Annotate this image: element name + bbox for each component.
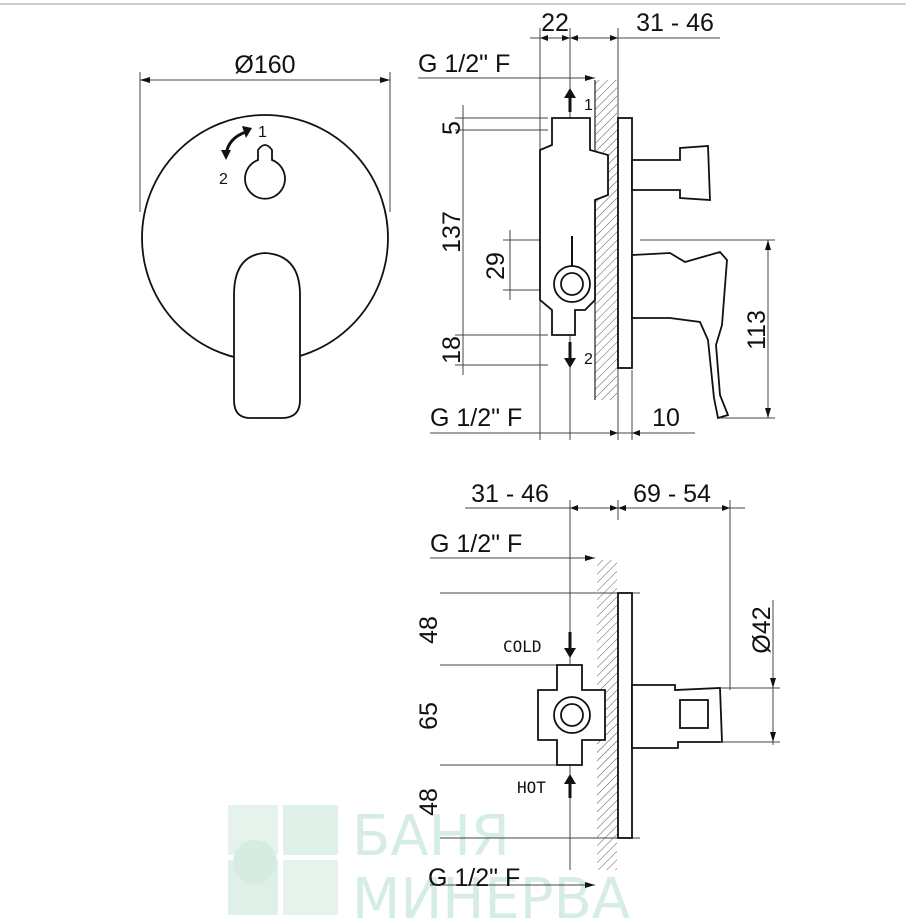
watermark-line1: БАНЯ: [352, 804, 510, 869]
side-top-right-dim: 31 - 46: [636, 9, 714, 37]
side-knob: [631, 145, 711, 201]
side-dim-137: 137: [438, 211, 466, 253]
side-outlet-1: 1: [584, 97, 593, 114]
bottom-dim-65: 65: [415, 702, 443, 730]
bottom-cartridge: [553, 696, 591, 734]
watermark: БАНЯ МИНЕРВА: [228, 804, 630, 922]
front-view: Ø160 1 2: [139, 51, 391, 419]
bottom-dim-42: Ø42: [748, 606, 776, 653]
bottom-view: 31 - 46 69 - 54 G 1/2" F 48 65 48 Ø42 CO…: [415, 480, 780, 892]
bottom-wall-hatch: [597, 560, 617, 870]
side-dim-29: 29: [482, 252, 510, 280]
bottom-top-left-dim: 31 - 46: [471, 480, 549, 508]
valve-cartridge: [553, 265, 591, 303]
cold-label: COLD: [503, 637, 542, 656]
rotation-label-1: 1: [258, 124, 267, 141]
watermark-logo-icon: [228, 805, 338, 915]
side-dim-5: 5: [438, 121, 466, 135]
bottom-top-right-dim: 69 - 54: [633, 480, 711, 508]
bottom-top-thread: G 1/2" F: [430, 530, 522, 558]
wall-hatch: [595, 80, 617, 400]
rotation-label-2: 2: [219, 171, 228, 188]
bottom-bottom-thread: G 1/2" F: [428, 864, 520, 892]
side-outlet-2: 2: [584, 351, 593, 368]
bottom-dim-48-bottom: 48: [415, 788, 443, 816]
diverter-knob: [244, 144, 286, 200]
lever-handle: [233, 252, 301, 419]
watermark-line2: МИНЕРВА: [352, 867, 630, 922]
side-dim-18: 18: [438, 336, 466, 364]
hot-label: HOT: [517, 778, 546, 797]
side-lever: [631, 250, 730, 420]
side-dim-113: 113: [743, 310, 771, 350]
front-diameter-label: Ø160: [234, 51, 295, 79]
side-bottom-thread: G 1/2" F: [430, 404, 522, 432]
bottom-dim-48-top: 48: [415, 616, 443, 644]
side-cover-plate: [617, 117, 633, 369]
bottom-cover-plate: [617, 592, 633, 839]
side-top-thread: G 1/2" F: [418, 50, 510, 78]
side-top-left-dim: 22: [541, 9, 569, 37]
side-view: 22 31 - 46 G 1/2" F 5 137 18 29 1 2: [418, 9, 775, 440]
side-dim-10: 10: [652, 404, 680, 432]
